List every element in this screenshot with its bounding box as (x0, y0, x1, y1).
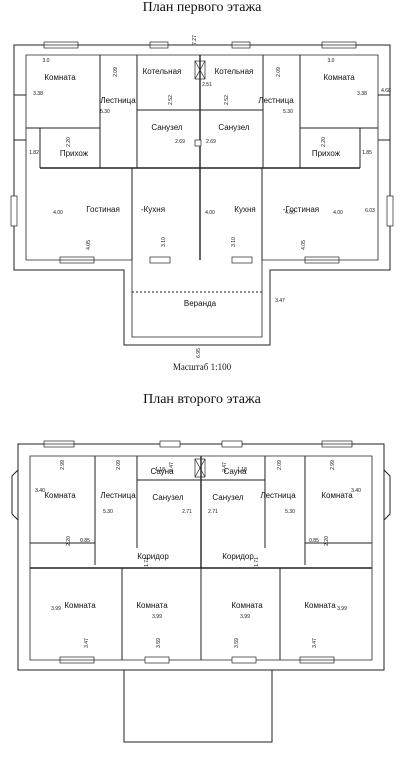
floor1-room-label-12: Кухня (234, 205, 255, 214)
floor1-dimension-28: 3.47 (275, 298, 285, 304)
floor1-room-label-1: Котельная (143, 67, 182, 76)
floor1-room-label-4: Лестница (100, 96, 136, 105)
floor2-dimension-27: 3.47 (312, 638, 318, 648)
floor1-windows (10, 41, 394, 264)
floor1-dimension-14: 2.69 (175, 139, 185, 145)
floor2-room-label-13: Комната (304, 601, 336, 610)
floor2-dimension-14: 2.20 (66, 536, 72, 546)
floor2-dimension-25: 3.59 (156, 638, 162, 648)
floor1-dimension-10: 2.51 (202, 82, 212, 88)
floor2-dimension-17: 2.20 (324, 536, 330, 546)
floor1-room-labels: Комната Котельная КотельнаяКомнатаЛестница… (44, 67, 355, 308)
floor1-room-label-14: Веранда (184, 299, 217, 308)
floor2-room-label-9: Коридор (222, 552, 254, 561)
floor2-room-label-8: Коридор (137, 552, 169, 561)
floor1-dimension-26: 3.10 (231, 237, 237, 247)
floor1-dimension-6: 3.38 (357, 91, 367, 97)
floor2-room-label-11: Комната (136, 601, 168, 610)
floor1-dimension-7: 5.30 (100, 109, 110, 115)
floor1-dimension-12: 4.68 (381, 88, 391, 94)
floor2-room-label-4: Лестница (260, 491, 296, 500)
floor2-walls (11, 443, 391, 743)
floor1-dimension-11: 2.52 (224, 95, 230, 105)
floor1-dimension-5: 3.38 (33, 91, 43, 97)
floor2-room-label-6: Санузел (152, 493, 183, 502)
floor2-dimension-5: 2.99 (330, 460, 336, 470)
floor1-dimension-22: 4.00 (285, 210, 295, 216)
floor2-room-label-5: Комната (321, 491, 353, 500)
floor1-dimension-13: 2.20 (66, 137, 72, 147)
floor1-dimension-15: 2.69 (206, 139, 216, 145)
floor2-dimension-23: 3.99 (337, 606, 347, 612)
floor2-room-label-2: Сауна (150, 467, 174, 476)
floor1-scale: Масштаб 1:100 (172, 362, 232, 372)
floor2-room-label-3: Сауна (223, 467, 247, 476)
floor2-dimension-4: 2.09 (277, 460, 283, 470)
floor1-room-label-9: Прихож (312, 149, 341, 158)
floor2-dimension-1: 2.09 (116, 460, 122, 470)
floor1-dimension-19: 4.00 (53, 210, 63, 216)
floor1-room-label-6: Санузел (151, 123, 182, 132)
floor2-dimension-21: 3.99 (152, 614, 162, 620)
floor1-room-label-2: Котельная (215, 67, 254, 76)
floor1-dimension-4: 3.0 (328, 58, 335, 64)
floor2-dimension-0: 2.99 (60, 460, 66, 470)
floor2-dimension-9: 1.18 (237, 467, 247, 473)
floor1-room-label-7: Санузел (218, 123, 249, 132)
floor2-dimension-18: 1.71 (144, 557, 150, 567)
floor1-dimensions: 7.27 3.0 2.09 2.09 3.0 3.38 3.38 5.30 5.30 2.52 2.… (29, 35, 391, 358)
floor1-title: План первого этажа (142, 0, 262, 15)
floor1-dimension-21: 4.00 (333, 210, 343, 216)
floor2-room-label-7: Санузел (212, 493, 243, 502)
floor1-dimension-29: 6.95 (196, 348, 202, 358)
floor2-dimensions: 2.99 2.09 2.47 2.47 2.09 2.99 3.40 3.40 1.18 1.18… (35, 460, 361, 648)
floor2-dimension-24: 3.47 (84, 638, 90, 648)
floor1-room-label-10: Гостиная (86, 205, 120, 214)
floor2-dimension-2: 2.47 (169, 462, 175, 472)
floor2-room-label-0: Комната (44, 491, 76, 500)
floor1-dimension-24: 4.05 (86, 240, 92, 250)
floor2-dimension-19: 1.71 (254, 557, 260, 567)
floor2-dimension-12: 2.71 (182, 509, 192, 515)
floor1-dimension-27: 4.05 (301, 240, 307, 250)
floor2-dimension-13: 2.71 (208, 509, 218, 515)
floor1-dimension-3: 2.09 (276, 67, 282, 77)
floor2-dimension-8: 1.18 (155, 467, 165, 473)
floor2-dimension-15: 0.85 (80, 538, 90, 544)
floor2-room-label-12: Комната (231, 601, 263, 610)
floor1-dimension-17: 1.82 (29, 150, 39, 156)
floor2-room-label-1: Лестница (100, 491, 136, 500)
floor2-windows (43, 440, 353, 664)
floor1-dimension-2: 2.09 (113, 67, 119, 77)
floor1-dimension-20: 4.00 (205, 210, 215, 216)
floor1-dimension-16: 2.20 (321, 137, 327, 147)
floor1-room-label-11: -Кухня (141, 205, 165, 214)
floor2-dimension-26: 3.59 (234, 638, 240, 648)
floor2-dimension-11: 5.30 (285, 509, 295, 515)
floor1-room-label-5: Лестница (258, 96, 294, 105)
floor1-dimension-23: 6.03 (365, 208, 375, 214)
floor1-room-label-3: Комната (323, 73, 355, 82)
floor1-dimension-8: 5.30 (283, 109, 293, 115)
floor2-dimension-3: 2.47 (222, 462, 228, 472)
floor2-dimension-10: 5.30 (103, 509, 113, 515)
floor1-room-label-13: -Гостиная (283, 205, 319, 214)
floor2-dimension-6: 3.40 (35, 488, 45, 494)
floor2-dimension-22: 3.99 (240, 614, 250, 620)
floor2-dimension-20: 3.99 (51, 606, 61, 612)
floor1-dimension-0: 7.27 (192, 35, 198, 45)
floor1-dimension-1: 3.0 (43, 58, 50, 64)
floor2-dimension-7: 3.40 (351, 488, 361, 494)
floor1-room-label-0: Комната (44, 73, 76, 82)
floor2-room-label-10: Комната (64, 601, 96, 610)
floor1-dimension-9: 2.52 (168, 95, 174, 105)
floor2-dimension-16: 0.85 (309, 538, 319, 544)
floor1-dimension-18: 1.85 (362, 150, 372, 156)
floor1-room-label-8: Прихож (60, 149, 89, 158)
floor2-title: План второго этажа (143, 392, 261, 407)
floor1-dimension-25: 3.10 (161, 237, 167, 247)
